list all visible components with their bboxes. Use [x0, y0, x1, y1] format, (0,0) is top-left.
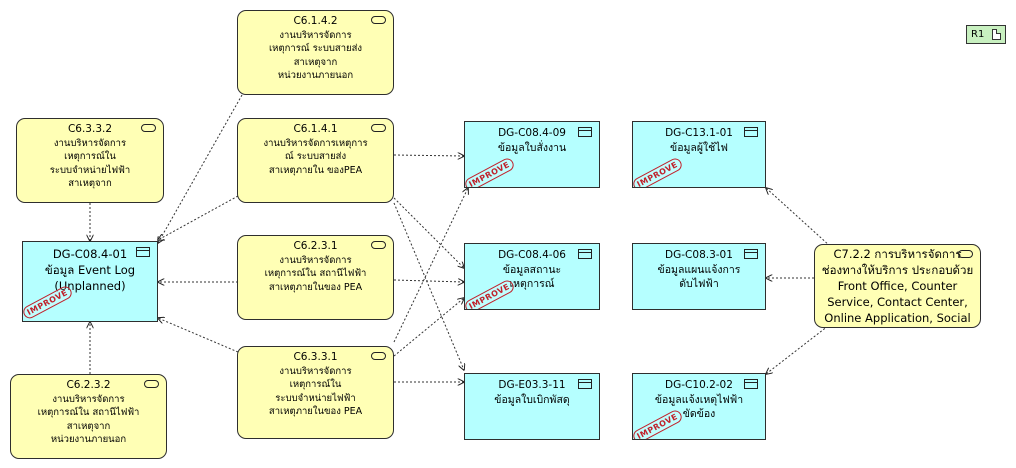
node-title: C6.1.4.2 [293, 15, 338, 27]
node-text: เหตุการณ์ใน [289, 379, 342, 390]
data-dg-c08-4-06[interactable]: DG-C08.4-06 ข้อมูลสถานะ เหตุการณ์ IMPROV… [464, 243, 600, 310]
data-dg-c13-1-01[interactable]: DG-C13.1-01 ข้อมูลผู้ใช้ไฟ IMPROVE [632, 121, 766, 188]
data-object-icon [744, 249, 758, 259]
node-text: งานบริหารจัดการ [279, 29, 352, 41]
data-object-icon [578, 127, 592, 137]
node-title: DG-C08.4-06 [498, 249, 566, 261]
node-text: ระบบจำหน่ายไฟฟ้า [275, 392, 356, 404]
data-object-icon [744, 379, 758, 389]
process-c6-1-4-1[interactable]: C6.1.4.1 งานบริหารจัดการเหตุการ ณ์ ระบบส… [237, 118, 394, 203]
process-c6-2-3-2[interactable]: C6.2.3.2 งานบริหารจัดการ เหตุการณ์ใน สถา… [10, 374, 167, 459]
node-text: ดับไฟฟ้า [679, 278, 719, 290]
node-title: DG-E03.3-11 [498, 379, 566, 391]
improve-stamp: IMPROVE [465, 156, 516, 187]
node-title: C6.1.4.1 [293, 123, 338, 135]
data-dg-c08-4-09[interactable]: DG-C08.4-09 ข้อมูลใบสั่งงาน IMPROVE [464, 121, 600, 188]
data-dg-c10-2-02[interactable]: DG-C10.2-02 ข้อมูลแจ้งเหตุไฟฟ้า ขัดข้อง … [632, 373, 766, 440]
node-text: เหตุการณ์ใน สถานีไฟฟ้า [37, 407, 140, 418]
data-object-icon [578, 249, 592, 259]
node-text: สาเหตุภายในของ PEA [268, 281, 363, 293]
node-title: C6.3.3.1 [293, 351, 338, 363]
process-c6-3-3-2-external[interactable]: C6.3.3.2 งานบริหารจัดการ เหตุการณ์ใน ระบ… [16, 118, 164, 203]
node-text: สาเหตุจาก [66, 420, 111, 432]
node-text: สาเหตุจาก [293, 56, 338, 68]
node-text: งานบริหารจัดการเหตุการ [263, 137, 368, 149]
node-text: งานบริหารจัดการ [279, 365, 352, 377]
node-title: DG-C10.2-02 [665, 379, 733, 391]
node-text: หน่วยงานภายนอก [277, 70, 354, 81]
node-title: C6.2.3.1 [293, 240, 338, 252]
process-icon [144, 380, 159, 388]
node-title: DG-C08.4-09 [498, 127, 566, 139]
node-text: เหตุการณ์ใน สถานีไฟฟ้า [264, 268, 367, 279]
node-text: Service, Contact Center, [827, 295, 968, 309]
data-object-icon [136, 247, 150, 257]
node-text: ข้อมูลแผนแจ้งการ [657, 263, 741, 276]
node-text: ข้อมูลใบเบิกพัสดุ [494, 393, 570, 406]
node-text: งานบริหารจัดการ [279, 254, 352, 266]
edge-6141-to-event-log [158, 195, 239, 240]
node-title: DG-C13.1-01 [665, 127, 733, 139]
node-text: เหตุการณ์ [509, 278, 555, 290]
node-text: สาเหตุจาก [68, 178, 112, 189]
reference-label: R1 [971, 29, 985, 40]
process-icon [371, 16, 386, 24]
node-text: Front Office, Counter [837, 279, 958, 293]
data-object-icon [578, 379, 592, 389]
node-text: งานบริหารจัดการ [52, 393, 125, 405]
node-text: ระบบจำหน่ายไฟฟ้า [49, 164, 131, 176]
node-title: C6.2.3.2 [66, 379, 111, 391]
process-c6-3-3-1[interactable]: C6.3.3.1 งานบริหารจัดการ เหตุการณ์ใน ระบ… [237, 346, 394, 439]
process-c6-2-3-1[interactable]: C6.2.3.1 งานบริหารจัดการ เหตุการณ์ใน สถา… [237, 235, 394, 320]
edge-6331-to-event-status [393, 298, 464, 357]
node-title: DG-C08.4-01 [52, 247, 128, 261]
node-text: ข้อมูลสถานะ [502, 263, 562, 276]
node-text: งานบริหารจัดการ [53, 137, 127, 149]
node-text: สาเหตุภายใน ของPEA [268, 164, 363, 176]
process-c6-1-4-2[interactable]: C6.1.4.2 งานบริหารจัดการ เหตุการณ์ ระบบส… [237, 10, 394, 95]
node-text: ขัดข้อง [682, 408, 716, 420]
edge-6141-to-work-order [393, 155, 464, 156]
improve-stamp: IMPROVE [633, 156, 684, 187]
node-text: ณ์ ระบบสายส่ง [284, 151, 347, 162]
node-text: เหตุการณ์ใน [64, 151, 116, 162]
edge-6141-to-material-requisition [393, 202, 464, 370]
node-text: ข้อมูลแจ้งเหตุไฟฟ้า [654, 393, 744, 406]
edge-6142-to-event-log [158, 94, 243, 243]
document-icon [992, 29, 1001, 40]
process-c7-2-2[interactable]: C7.2.2 การบริหารจัดการ ช่องทางให้บริการ … [814, 244, 981, 328]
edge-7222-to-outage-report [766, 325, 829, 374]
edge-6331-to-event-log [158, 318, 239, 353]
node-text: หน่วยงานภายนอก [50, 434, 127, 445]
process-icon [371, 352, 386, 360]
reference-tag[interactable]: R1 [966, 25, 1006, 44]
process-icon [371, 241, 386, 249]
edge-6231-to-event-status [393, 280, 464, 282]
node-text: ข้อมูลใบสั่งงาน [497, 141, 567, 154]
node-text: สาเหตุภายในของ PEA [268, 406, 363, 417]
edge-6331-to-work-order [393, 188, 468, 343]
node-title: C7.2.2 การบริหารจัดการ [833, 247, 962, 261]
node-text: (Unplanned) [54, 279, 126, 293]
data-dg-c08-4-01[interactable]: DG-C08.4-01 ข้อมูล Event Log (Unplanned)… [22, 241, 158, 322]
node-text: เหตุการณ์ ระบบสายส่ง [268, 43, 363, 54]
data-dg-e03-3-11[interactable]: DG-E03.3-11 ข้อมูลใบเบิกพัสดุ [464, 373, 600, 440]
process-icon [371, 124, 386, 132]
process-icon [958, 250, 973, 258]
edge-7222-to-customer-data [766, 188, 831, 247]
node-title: C6.3.3.2 [67, 123, 113, 135]
edge-6141-to-event-status [393, 197, 464, 268]
node-title: DG-C08.3-01 [665, 249, 733, 261]
node-text: ข้อมูล Event Log [44, 263, 136, 277]
node-text: Online Application, Social [824, 311, 971, 325]
process-icon [141, 124, 156, 132]
node-text: ช่องทางให้บริการ ประกอบด้วย [821, 263, 974, 277]
node-text: ข้อมูลผู้ใช้ไฟ [670, 141, 728, 154]
data-dg-c08-3-01[interactable]: DG-C08.3-01 ข้อมูลแผนแจ้งการ ดับไฟฟ้า [632, 243, 766, 310]
data-object-icon [744, 127, 758, 137]
